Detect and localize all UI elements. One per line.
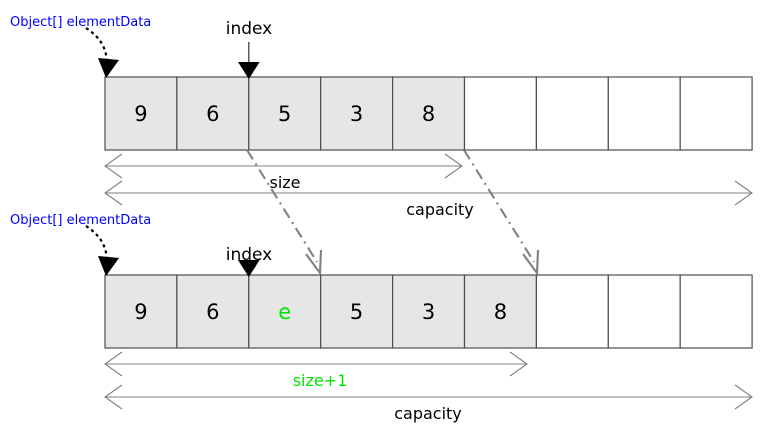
- before-array-group: 9 6 5 3 8 Object[] elementData index siz…: [10, 15, 753, 219]
- before-size-label: size: [269, 173, 300, 192]
- after-size-label: size+1: [293, 371, 348, 390]
- array-cell: [535, 274, 609, 349]
- element-data-arrowhead: [98, 58, 119, 78]
- array-cell: [463, 274, 538, 349]
- element-data-pointer-arrow: [85, 27, 109, 63]
- array-cell: [463, 76, 538, 151]
- after-size-span: [104, 351, 528, 377]
- element-data-label: Object[] elementData: [10, 15, 151, 30]
- array-cell: [535, 76, 609, 151]
- index-arrowhead: [238, 62, 260, 79]
- array-cell-value: 3: [422, 300, 435, 324]
- shift-arrows-group: [246, 149, 540, 277]
- array-cell: [248, 274, 322, 349]
- array-cell-value: 5: [278, 102, 291, 126]
- before-capacity-label: capacity: [406, 200, 474, 219]
- array-cell: [176, 274, 250, 349]
- element-data-arrowhead: [98, 256, 119, 276]
- array-cell: [248, 76, 322, 151]
- shift-arrow-right-head: [522, 249, 540, 277]
- shift-arrow-right: [463, 149, 535, 263]
- array-cell: [607, 76, 681, 151]
- array-cell-value: 3: [350, 102, 363, 126]
- index-label: index: [226, 19, 273, 39]
- array-cell-value: 8: [422, 102, 435, 126]
- array-cell: [607, 274, 681, 349]
- after-capacity-label: capacity: [394, 404, 462, 423]
- index-label: index: [226, 245, 273, 265]
- array-cell-value: 9: [134, 102, 147, 126]
- array-cell: [679, 76, 753, 151]
- index-arrowhead: [238, 260, 260, 277]
- array-cell-value: 6: [206, 300, 219, 324]
- array-cell-value-inserted: e: [278, 300, 291, 324]
- array-cell: [320, 274, 394, 349]
- element-data-pointer-arrow: [85, 225, 109, 261]
- array-cell: [392, 76, 466, 151]
- array-cell: [104, 76, 178, 151]
- array-cell-value: 9: [134, 300, 147, 324]
- shift-arrow-left-head: [305, 249, 323, 277]
- array-cell-value: 6: [206, 102, 219, 126]
- after-capacity-span: [104, 384, 753, 410]
- array-cell: [392, 274, 466, 349]
- before-capacity-span: [104, 180, 753, 206]
- element-data-label: Object[] elementData: [10, 213, 151, 228]
- array-cell-value: 5: [350, 300, 363, 324]
- after-array-group: 9 6 e 5 3 8 Object[] elementData index s…: [10, 213, 753, 423]
- array-cell: [176, 76, 250, 151]
- array-cell: [679, 274, 753, 349]
- before-array-cells: [104, 76, 753, 151]
- after-array-cells: [104, 274, 753, 349]
- before-size-span: [104, 153, 463, 179]
- array-cell-value: 8: [494, 300, 507, 324]
